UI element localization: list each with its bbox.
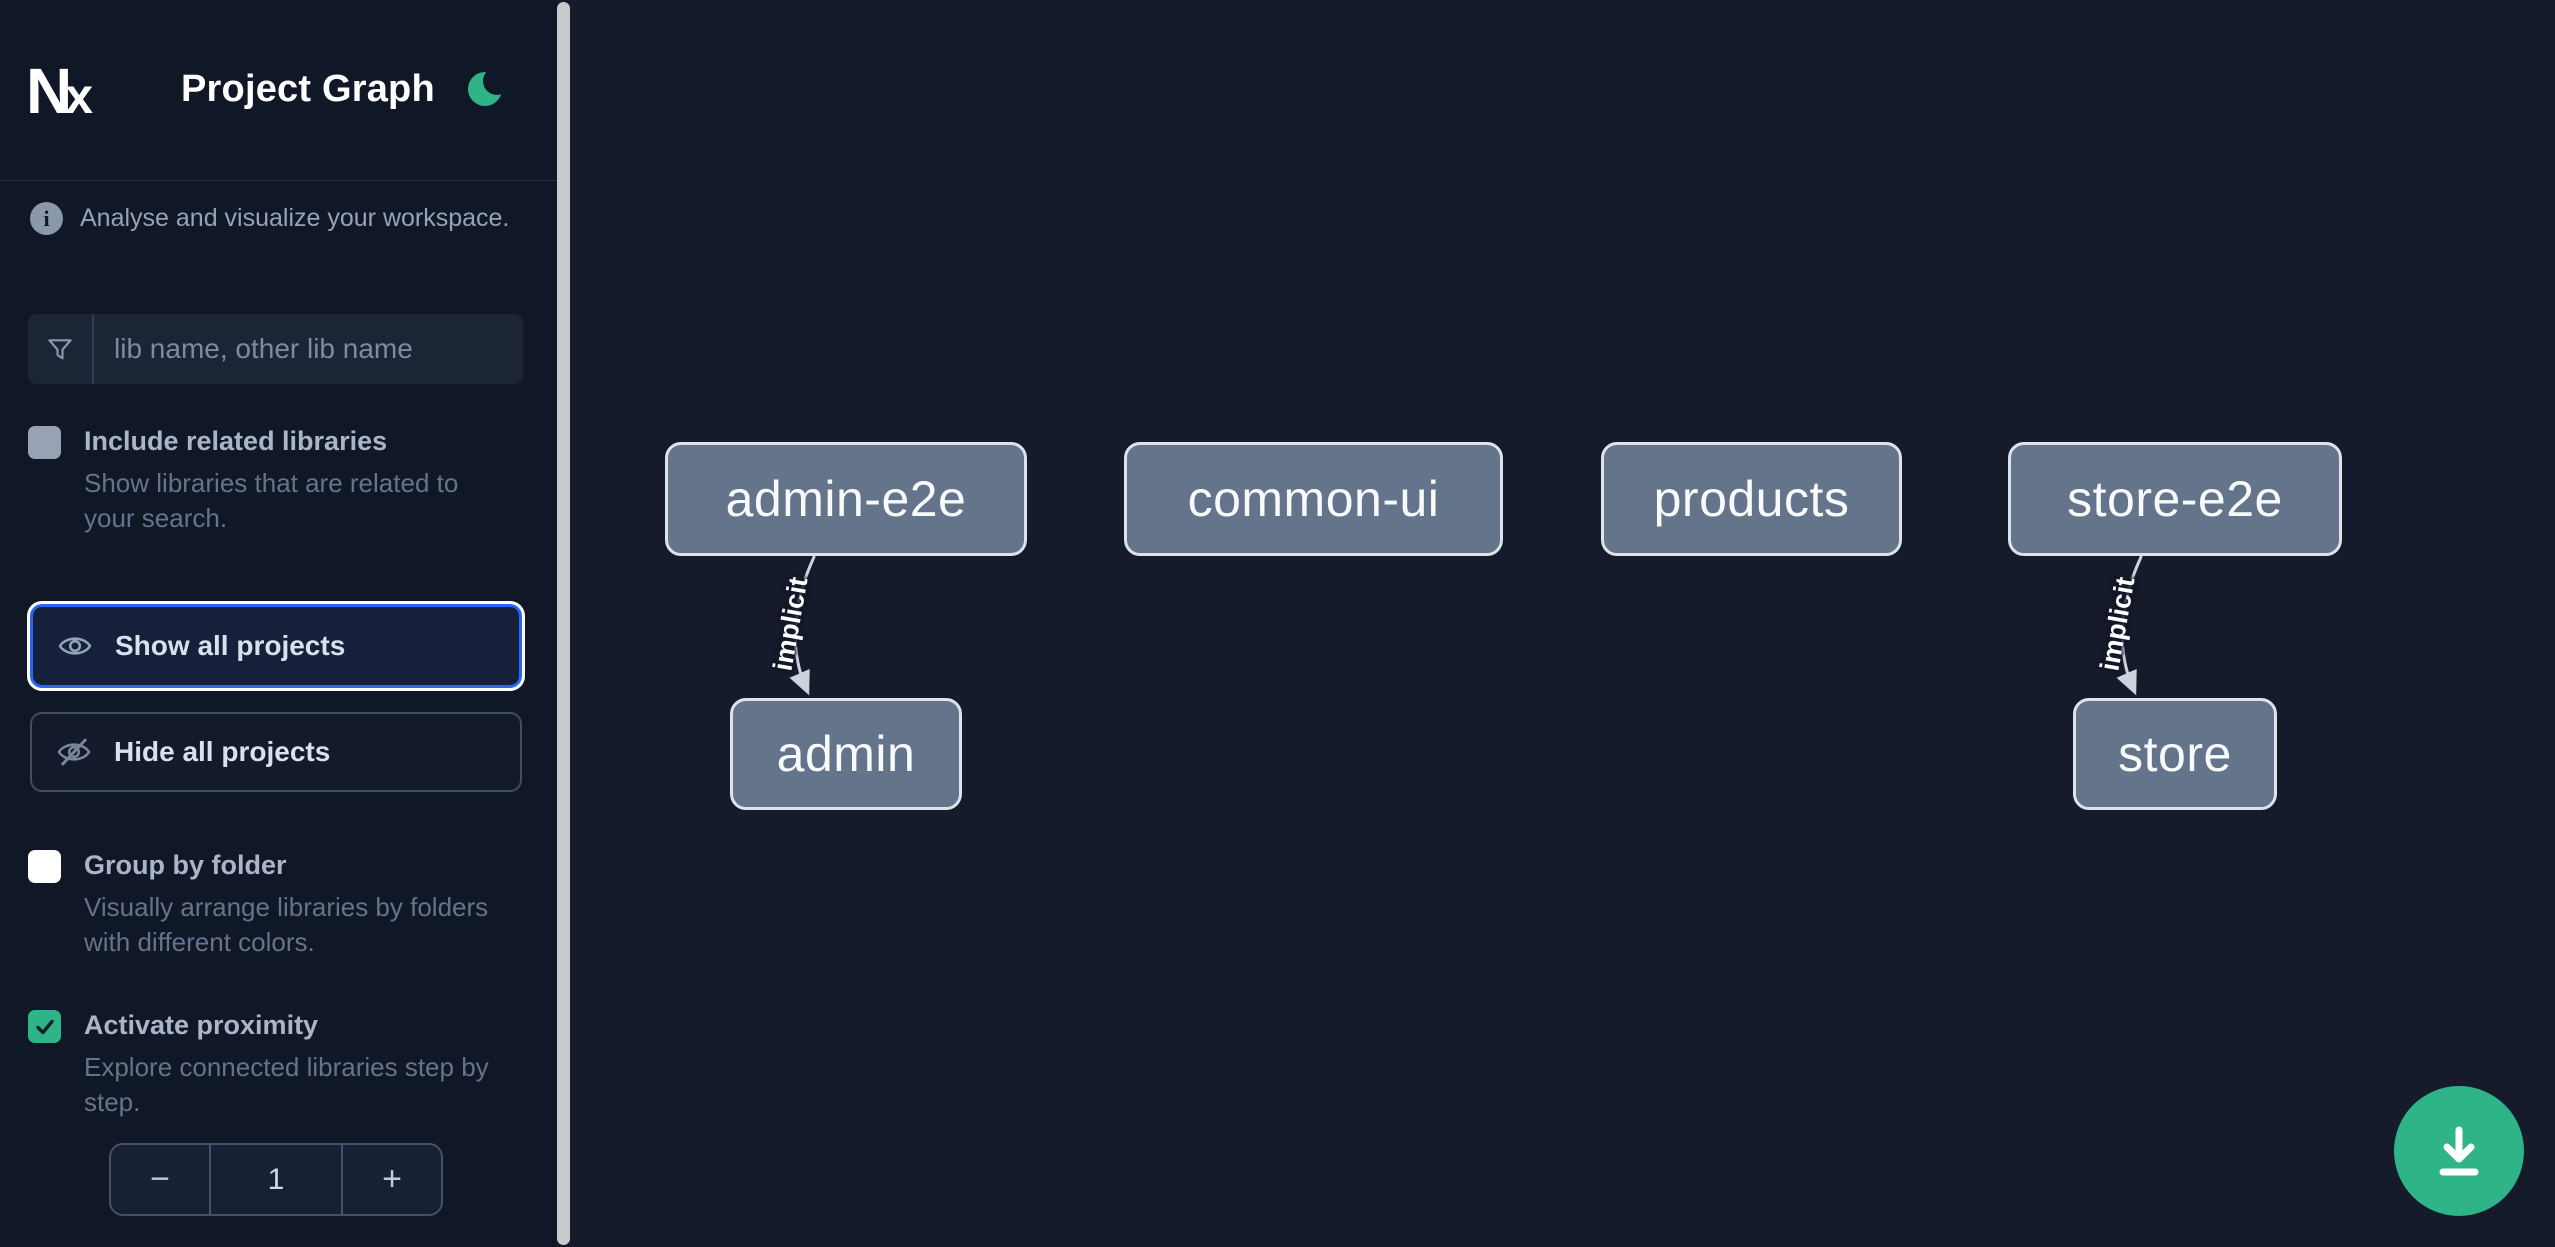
info-row: i Analyse and visualize your workspace. [30, 202, 509, 235]
header-divider [0, 180, 557, 181]
page-title: Project Graph [181, 68, 435, 110]
moon-icon [468, 67, 511, 106]
activate-proximity-description: Explore connected libraries step by step… [84, 1052, 489, 1117]
group-by-folder-label: Group by folder [84, 850, 287, 880]
dark-mode-toggle[interactable] [466, 64, 511, 112]
node-store[interactable]: store [2073, 698, 2277, 810]
include-related-description: Show libraries that are related to your … [84, 468, 459, 533]
nx-logo-x: x [65, 68, 93, 124]
eye-icon [58, 637, 92, 655]
filter-input[interactable] [94, 314, 523, 384]
funnel-icon [48, 339, 72, 360]
node-admin[interactable]: admin [730, 698, 962, 810]
activate-proximity-block: Activate proximity Explore connected lib… [28, 1010, 528, 1120]
nx-logo-n: N [26, 55, 72, 127]
info-icon: i [30, 202, 63, 235]
show-all-projects-label: Show all projects [115, 630, 346, 661]
include-related-block: Include related libraries Show libraries… [28, 426, 528, 536]
download-icon [2439, 1126, 2479, 1176]
proximity-increment-button[interactable]: + [382, 1160, 402, 1198]
activate-proximity-checkbox[interactable] [28, 1010, 61, 1043]
group-by-folder-checkbox[interactable] [28, 850, 61, 883]
group-by-folder-description: Visually arrange libraries by folders wi… [84, 892, 489, 957]
node-products[interactable]: products [1601, 442, 1902, 556]
eye-off-icon [57, 738, 91, 766]
info-text: Analyse and visualize your workspace. [80, 204, 510, 232]
show-all-projects-button[interactable]: Show all projects [30, 604, 522, 688]
download-graph-button[interactable] [2394, 1086, 2524, 1216]
sidebar-scrollbar[interactable] [557, 2, 570, 1245]
node-common-ui[interactable]: common-ui [1124, 442, 1503, 556]
proximity-value: 1 [209, 1145, 343, 1214]
project-graph-canvas[interactable] [570, 0, 2555, 1247]
node-store-e2e[interactable]: store-e2e [2008, 442, 2342, 556]
include-related-checkbox[interactable] [28, 426, 61, 459]
check-icon [35, 1019, 54, 1034]
activate-proximity-label: Activate proximity [84, 1010, 319, 1040]
proximity-stepper: − 1 + [109, 1143, 443, 1216]
proximity-decrement-button[interactable]: − [150, 1160, 170, 1198]
group-by-folder-block: Group by folder Visually arrange librari… [28, 850, 528, 960]
include-related-label: Include related libraries [84, 426, 388, 456]
node-admin-e2e[interactable]: admin-e2e [665, 442, 1027, 556]
funnel-icon-cell [28, 314, 94, 384]
hide-all-projects-label: Hide all projects [114, 736, 331, 767]
filter-box [28, 314, 523, 384]
hide-all-projects-button[interactable]: Hide all projects [30, 712, 522, 792]
